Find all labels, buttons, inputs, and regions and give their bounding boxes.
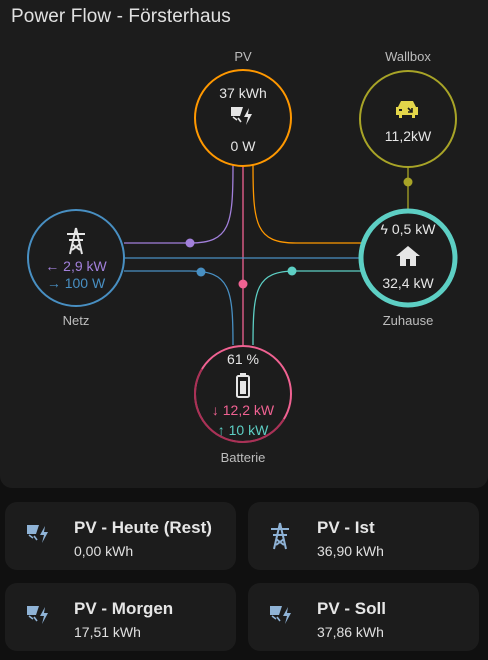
flow-line-solar-to-grid xyxy=(124,164,234,244)
wallbox-node-circle xyxy=(359,70,457,168)
transmission-tower-icon xyxy=(64,227,88,260)
tile-value: 17,51 kWh xyxy=(74,624,141,640)
arrow-right-icon: → xyxy=(46,275,65,291)
home-label: Zuhause xyxy=(382,313,434,328)
home-solar-share-value: 0,5 kW xyxy=(391,221,436,237)
battery-node-ring-dark xyxy=(194,368,285,444)
tile-pv-soll[interactable]: PV - Soll 37,86 kWh xyxy=(248,583,479,651)
tile-pv-morgen[interactable]: PV - Morgen 17,51 kWh xyxy=(5,583,236,651)
grid-export: → 100 W xyxy=(47,275,105,291)
home-solar-share: ϟ 0,5 kW xyxy=(381,221,436,237)
flow-dot-grid-import xyxy=(185,238,195,248)
solar-power-icon xyxy=(268,603,296,634)
battery-charge: ↑ 10 kW xyxy=(218,422,269,438)
grid-export-value: 100 W xyxy=(64,275,106,291)
flow-line-grid-to-battery xyxy=(124,270,234,346)
tile-value: 37,86 kWh xyxy=(317,624,384,640)
battery-discharge: ↓ 12,2 kW xyxy=(212,402,274,418)
tile-name: PV - Soll xyxy=(317,599,386,618)
flow-line-battery-to-home xyxy=(252,270,362,346)
grid-import-value: 2,9 kW xyxy=(63,258,107,274)
tile-value: 0,00 kWh xyxy=(74,543,134,559)
battery-label: Batterie xyxy=(220,450,266,465)
solar-power-icon xyxy=(25,522,53,553)
tile-name: PV - Morgen xyxy=(74,599,174,618)
solar-power-icon xyxy=(25,603,53,634)
flash-icon: ϟ xyxy=(380,221,392,237)
battery-charge-value: 10 kW xyxy=(228,422,269,438)
car-charging-icon xyxy=(394,98,422,125)
pv-node-circle xyxy=(194,69,292,167)
home-icon xyxy=(395,245,421,272)
card-title: Power Flow - Försterhaus xyxy=(11,6,231,27)
solar-power-icon xyxy=(229,104,257,133)
wallbox-power: 11,2kW xyxy=(384,128,432,144)
power-flow-card: Power Flow - Försterhaus PV 37 kWh 0 W xyxy=(0,0,488,488)
transmission-tower-icon xyxy=(268,522,292,555)
flow-dot-wallbox xyxy=(403,177,413,187)
pv-power: 0 W xyxy=(230,138,256,154)
grid-node-circle xyxy=(27,209,125,307)
battery-soc: 61 % xyxy=(227,351,259,367)
tile-pv-ist[interactable]: PV - Ist 36,90 kWh xyxy=(248,502,479,570)
tile-pv-heute-rest[interactable]: PV - Heute (Rest) 0,00 kWh xyxy=(5,502,236,570)
flow-dot-battery xyxy=(238,279,248,289)
battery-icon xyxy=(235,372,251,403)
arrow-left-icon: ← xyxy=(45,258,64,274)
arrow-up-icon: ↑ xyxy=(217,422,229,438)
tile-name: PV - Ist xyxy=(317,518,375,537)
flow-dot-grid-export xyxy=(196,267,206,277)
arrow-down-icon: ↓ xyxy=(211,402,223,418)
flow-line-solar-to-home xyxy=(252,164,362,244)
tile-name: PV - Heute (Rest) xyxy=(74,518,212,537)
home-power: 32,4 kW xyxy=(382,275,434,291)
grid-import: ← 2,9 kW xyxy=(45,258,106,274)
tile-value: 36,90 kWh xyxy=(317,543,384,559)
wallbox-label: Wallbox xyxy=(385,49,431,64)
pv-label: PV xyxy=(234,49,252,64)
grid-label: Netz xyxy=(62,313,90,328)
pv-energy: 37 kWh xyxy=(219,85,267,101)
flow-dot-battery-charge xyxy=(287,266,297,276)
battery-discharge-value: 12,2 kW xyxy=(222,402,275,418)
